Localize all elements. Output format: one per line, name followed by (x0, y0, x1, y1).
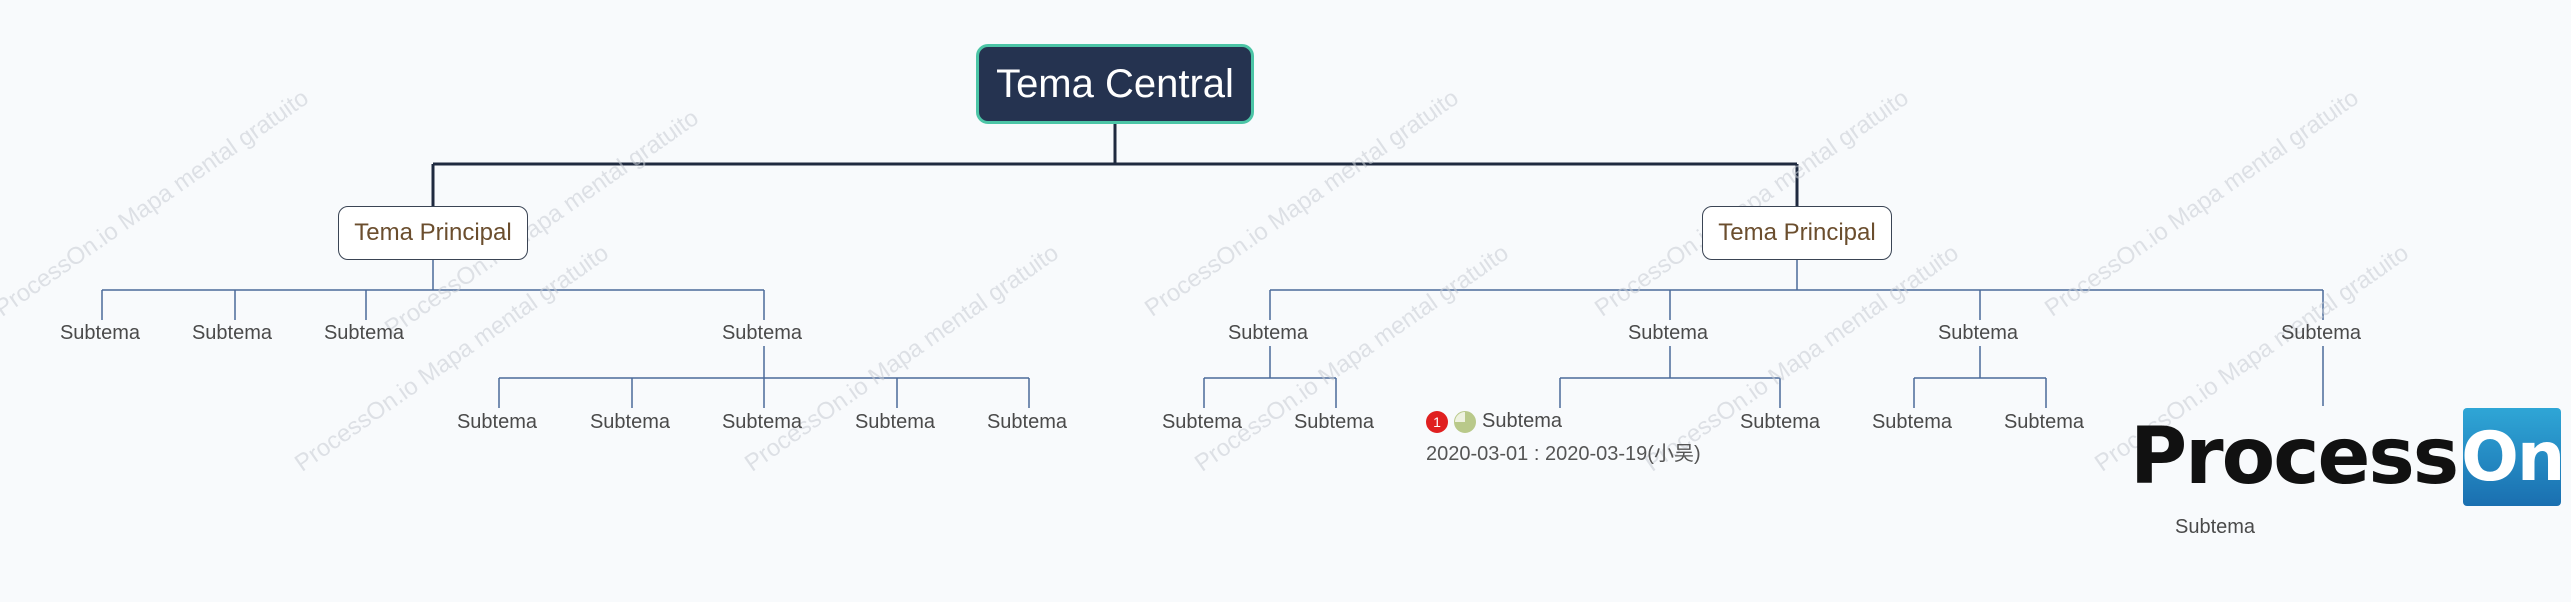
subtopic[interactable]: Subtema (456, 411, 538, 433)
subtopic[interactable]: Subtema (1739, 411, 1821, 433)
subtopic[interactable]: Subtema (1293, 411, 1375, 433)
subtopic[interactable]: Subtema (191, 322, 273, 344)
priority-badge: 1 (1426, 410, 1448, 433)
subtopic[interactable]: Subtema (1227, 322, 1309, 344)
progress-icon (1454, 410, 1476, 433)
subtopic[interactable]: Subtema (721, 411, 803, 433)
processon-logo: Process On (2130, 408, 2565, 506)
task-subtopic-label: Subtema (1482, 410, 1563, 432)
central-topic[interactable]: Tema Central (976, 44, 1254, 124)
subtopic[interactable]: Subtema (2003, 411, 2085, 433)
logo-on-box: On (2461, 408, 2565, 506)
task-subtopic[interactable]: 1 Subtema 2020-03-01 : 2020-03-19(小吴) (1426, 410, 1701, 466)
subtopic[interactable]: Subtema (323, 322, 405, 344)
subtopic[interactable]: Subtema (589, 411, 671, 433)
subtopic[interactable]: Subtema (2280, 322, 2362, 344)
subtopic[interactable]: Subtema (1627, 322, 1709, 344)
main-topic-label: Tema Principal (1718, 219, 1876, 246)
subtopic[interactable]: Subtema (2175, 516, 2256, 538)
main-topic-right[interactable]: Tema Principal (1702, 206, 1892, 260)
subtopic[interactable]: Subtema (59, 322, 141, 344)
subtopic[interactable]: Subtema (1161, 411, 1243, 433)
subtopic[interactable]: Subtema (1871, 411, 1953, 433)
central-topic-label: Tema Central (996, 61, 1234, 106)
main-topic-left[interactable]: Tema Principal (338, 206, 528, 260)
subtopic[interactable]: Subtema (854, 411, 936, 433)
logo-text: Process (2130, 412, 2459, 502)
main-topic-label: Tema Principal (354, 219, 512, 246)
task-date-range: 2020-03-01 : 2020-03-19(小吴) (1426, 443, 1701, 465)
subtopic[interactable]: Subtema (1937, 322, 2019, 344)
subtopic[interactable]: Subtema (721, 322, 803, 344)
subtopic[interactable]: Subtema (986, 411, 1068, 433)
